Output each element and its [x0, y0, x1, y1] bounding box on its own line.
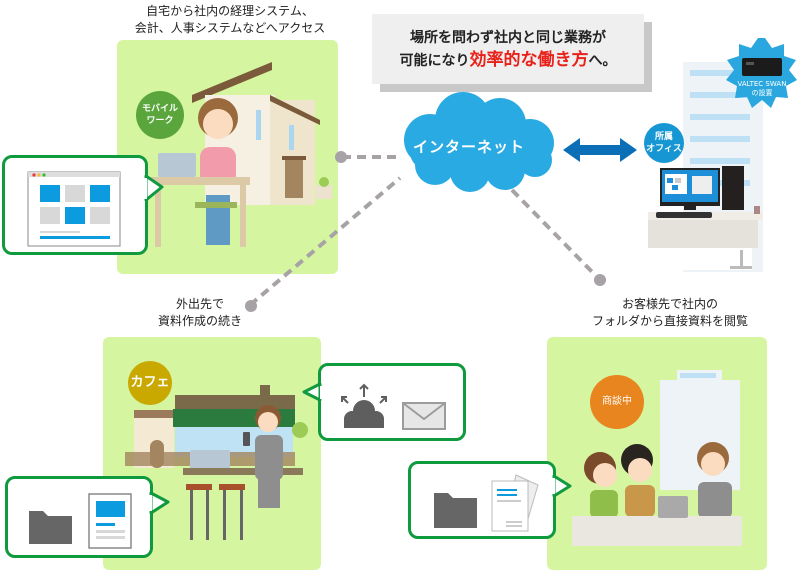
office-pc-illustration [648, 166, 763, 270]
folder-icon [29, 511, 72, 544]
mobile-work-line2: ワーク [146, 116, 174, 126]
client-folder-bubble [408, 461, 556, 539]
connector-dot-client [594, 274, 606, 286]
home-caption: 自宅から社内の経理システム、 会計、人事システムなどへアクセス [110, 3, 350, 37]
client-building-illustration [660, 370, 740, 490]
client-caption-line1: お客様先で社内の [621, 297, 718, 311]
office-badge-label: 所属オフィス [646, 132, 682, 154]
browser-window-icon [27, 171, 121, 247]
negotiation-badge-label: 商談中 [602, 396, 632, 407]
headline-line2: 可能になり効率的な働き方へ。 [400, 49, 617, 72]
headline-emphasis: 効率的な働き方 [469, 49, 589, 70]
internet-label: インターネット [412, 138, 525, 156]
cafe-badge [128, 361, 172, 405]
connector-lines [248, 155, 602, 307]
connector-dot-home [335, 151, 347, 163]
folder-icon [434, 493, 477, 528]
connector-client [510, 188, 602, 282]
cafe-worker-illustration [183, 405, 303, 540]
valtec-swan-starburst [726, 38, 797, 108]
client-meeting-illustration [572, 442, 742, 546]
cafe-caption-line2: 資料作成の続き [157, 314, 242, 328]
home-caption-line2: 会計、人事システムなどへアクセス [134, 21, 326, 35]
mobile-work-line1: モバイル [141, 104, 178, 114]
connector-cafe [248, 176, 402, 307]
valtec-swan-line2: の設置 [751, 89, 773, 97]
headline-suffix: へ。 [588, 52, 617, 69]
headline-prefix: 可能になり [399, 52, 470, 69]
client-caption: お客様先で社内の フォルダから直接資料を閲覧 [560, 296, 780, 330]
client-caption-line2: フォルダから直接資料を閲覧 [591, 314, 748, 328]
cafe-caption-line1: 外出先で [175, 297, 224, 311]
valtec-swan-device-icon [742, 58, 782, 76]
cafe-badge-label: カフェ [130, 375, 170, 390]
cafe-caption: 外出先で 資料作成の続き [110, 296, 290, 330]
valtec-swan-line1: VALTEC SWAN [737, 80, 787, 88]
document-icon [88, 493, 132, 549]
home-worker-illustration [148, 98, 250, 247]
connector-dot-cafe [245, 300, 257, 312]
documents-icon [491, 474, 539, 532]
office-badge [644, 123, 684, 163]
mail-envelope-icon [402, 402, 446, 430]
headline-line1: 場所を問わず社内と同じ業務が [410, 29, 606, 46]
home-screen-bubble [2, 155, 148, 255]
cloud-upload-icon [341, 383, 387, 428]
headline-box: 場所を問わず社内と同じ業務が 可能になり効率的な働き方へ。 [372, 14, 644, 84]
valtec-swan-label: VALTEC SWAN の設置 [726, 80, 798, 98]
cafe-share-bubble [318, 363, 466, 441]
negotiation-badge [590, 375, 644, 429]
mobile-work-badge [136, 91, 184, 139]
cafe-document-bubble [5, 476, 153, 558]
internet-cloud-icon [404, 92, 554, 192]
mobile-work-badge-label: モバイルワーク [136, 91, 184, 139]
home-caption-line1: 自宅から社内の経理システム、 [146, 4, 314, 18]
bidirectional-arrow-icon [563, 138, 637, 162]
